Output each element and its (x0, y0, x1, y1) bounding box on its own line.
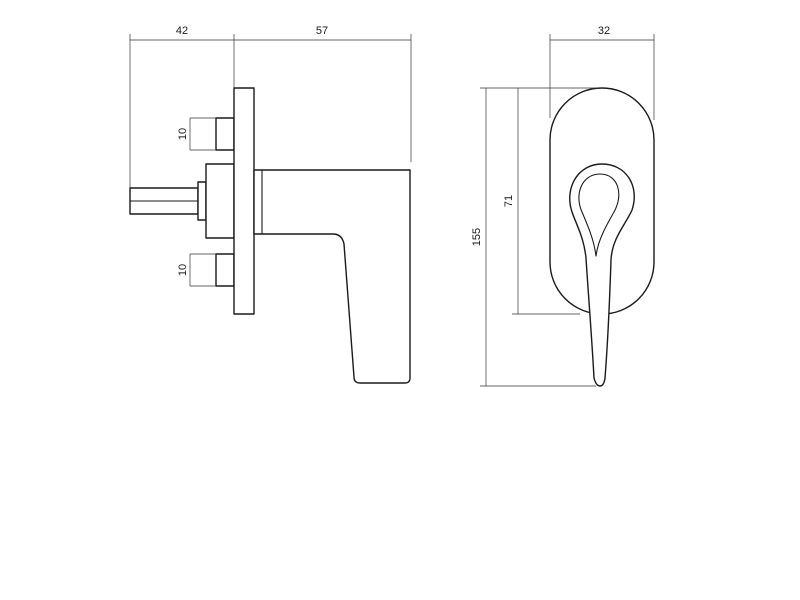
dim-label-71: 71 (503, 195, 515, 207)
spindle-collar (197, 181, 207, 221)
dim-label-10-top: 10 (177, 128, 189, 140)
rose-hub (205, 163, 235, 239)
front-view-dimensions: 32 71 155 (471, 25, 655, 387)
front-lever-inner (578, 173, 620, 257)
front-view-drawing (549, 87, 655, 387)
dim-label-10-bottom: 10 (177, 264, 189, 276)
handle-lever-side (253, 169, 411, 384)
side-view-drawing (129, 87, 411, 384)
front-lever (569, 163, 635, 387)
dim-label-32: 32 (598, 25, 610, 37)
rose-base-plate (233, 87, 255, 315)
side-view-dimensions: 42 57 10 10 (129, 25, 412, 287)
screw-boss-bottom (215, 253, 235, 287)
screw-boss-top (215, 117, 235, 151)
dim-label-155: 155 (471, 228, 483, 246)
dim-label-42: 42 (176, 25, 188, 37)
dim-label-57: 57 (316, 25, 328, 37)
